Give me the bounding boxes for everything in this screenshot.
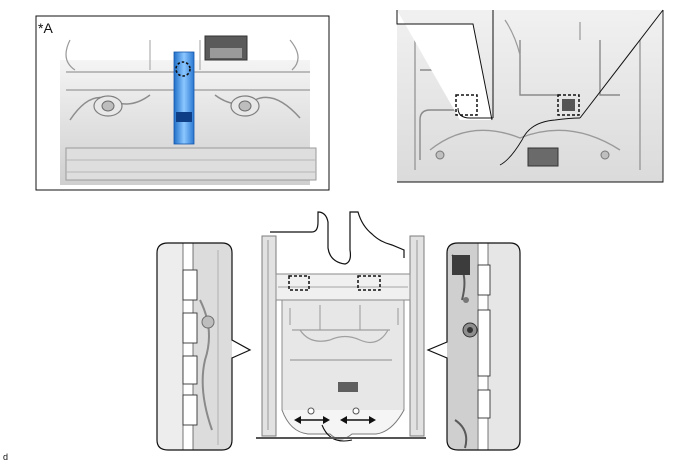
bottom-arrow-right [340, 416, 376, 424]
left-magnified-callout [156, 242, 252, 451]
right-callout-frame [426, 242, 521, 451]
panel-a-dashed-circle-callout [175, 61, 191, 77]
main-cutout-outline [270, 211, 405, 265]
left-callout-frame [156, 242, 252, 451]
panel-b-dashed-clip-left [455, 94, 478, 116]
main-dashed-clip-right [357, 275, 381, 291]
panel-b-cutout-left [397, 10, 493, 120]
right-magnified-callout [426, 242, 521, 451]
panel-a-bracket-illustration [60, 35, 317, 185]
panel-a-label: *A [38, 20, 53, 36]
detail-panel-a: *A [35, 15, 330, 191]
left-side-frame [261, 235, 277, 437]
seat-frame-main-view [256, 211, 426, 442]
detail-panel-b [396, 9, 664, 183]
panel-b-dashed-clip-right [557, 94, 580, 116]
main-dashed-clip-left [288, 275, 310, 291]
highlighted-part [173, 51, 195, 145]
figure-caption-code: d [3, 452, 8, 462]
seat-pan [281, 299, 405, 418]
bottom-arrow-left [294, 416, 330, 424]
